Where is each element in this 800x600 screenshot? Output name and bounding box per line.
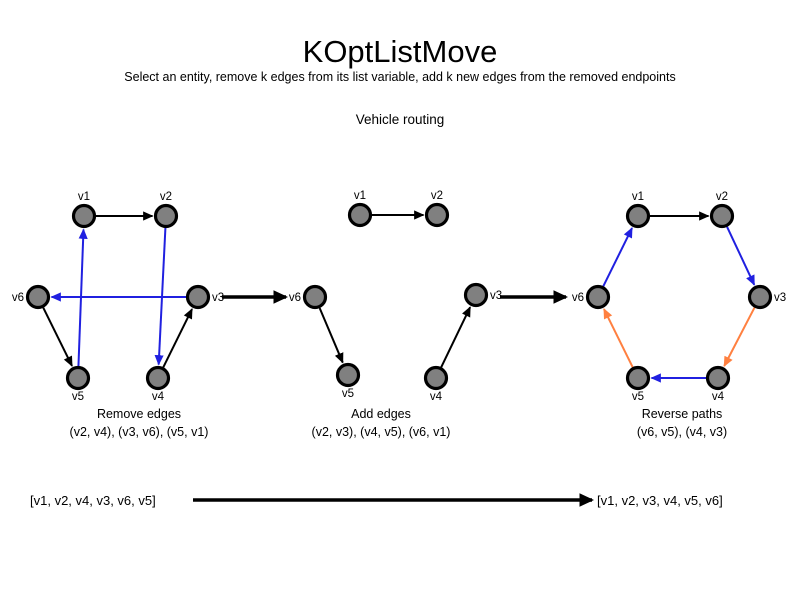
node-v5[interactable] bbox=[625, 365, 651, 391]
edge-v6-v1 bbox=[602, 227, 633, 287]
node-label-v2: v2 bbox=[431, 190, 443, 202]
edge-v5-v1 bbox=[77, 228, 88, 367]
node-v1[interactable] bbox=[347, 202, 373, 228]
caption-title-panel-add: Add edges bbox=[351, 407, 411, 421]
caption-layer: Remove edges (v2, v4), (v3, v6), (v5, v1)… bbox=[70, 407, 728, 439]
node-v3[interactable] bbox=[747, 284, 773, 310]
panel-reverse: v1 v2 v3 v4 v5 v6 bbox=[572, 191, 786, 403]
node-label-v2: v2 bbox=[160, 191, 172, 203]
node-v6[interactable] bbox=[302, 284, 328, 310]
node-label-v5: v5 bbox=[632, 391, 644, 403]
node-label-v3: v3 bbox=[774, 292, 786, 304]
caption-detail-panel-add: (v2, v3), (v4, v5), (v6, v1) bbox=[312, 425, 451, 439]
node-v6[interactable] bbox=[585, 284, 611, 310]
edge-v3-v4 bbox=[723, 307, 756, 367]
node-v5[interactable] bbox=[335, 362, 361, 388]
node-label-v5: v5 bbox=[342, 388, 354, 400]
caption-detail-panel-remove: (v2, v4), (v3, v6), (v5, v1) bbox=[70, 425, 209, 439]
edge-v2-v3 bbox=[726, 226, 756, 286]
graph-layer: v1 v2 v3 v4 v5 v6 v1 v2 v3 v4 v5 v6 v1 v2 v3 v4 v5 v6 bbox=[12, 190, 786, 403]
page-title: KOptListMove bbox=[303, 34, 498, 69]
node-label-v6: v6 bbox=[572, 292, 584, 304]
edge-v6-v5 bbox=[318, 307, 344, 364]
node-label-v1: v1 bbox=[78, 191, 90, 203]
node-label-v6: v6 bbox=[12, 292, 24, 304]
list-before: [v1, v2, v4, v3, v6, v5] bbox=[30, 493, 156, 508]
edge-v6-v5 bbox=[42, 307, 73, 367]
node-label-v6: v6 bbox=[289, 292, 301, 304]
node-label-v3: v3 bbox=[490, 290, 502, 302]
node-v4[interactable] bbox=[705, 365, 731, 391]
node-v2[interactable] bbox=[709, 203, 735, 229]
node-label-v5: v5 bbox=[72, 391, 84, 403]
caption-detail-panel-reverse: (v6, v5), (v4, v3) bbox=[637, 425, 727, 439]
caption-title-panel-reverse: Reverse paths bbox=[642, 407, 723, 421]
node-label-v3: v3 bbox=[212, 292, 224, 304]
caption-title-panel-remove: Remove edges bbox=[97, 407, 181, 421]
panel-remove: v1 v2 v3 v4 v5 v6 bbox=[12, 191, 224, 403]
node-label-v4: v4 bbox=[430, 391, 443, 403]
node-v2[interactable] bbox=[424, 202, 450, 228]
edge-v4-v3 bbox=[162, 308, 193, 368]
node-v1[interactable] bbox=[625, 203, 651, 229]
node-label-v1: v1 bbox=[632, 191, 644, 203]
node-label-v4: v4 bbox=[152, 391, 165, 403]
node-v3[interactable] bbox=[185, 284, 211, 310]
edge-v5-v6 bbox=[603, 308, 634, 368]
node-v1[interactable] bbox=[71, 203, 97, 229]
section-label: Vehicle routing bbox=[356, 112, 445, 127]
node-v6[interactable] bbox=[25, 284, 51, 310]
edge-v4-v3 bbox=[440, 306, 472, 368]
node-v4[interactable] bbox=[423, 365, 449, 391]
page-subtitle: Select an entity, remove k edges from it… bbox=[124, 70, 675, 84]
node-label-v2: v2 bbox=[716, 191, 728, 203]
node-v5[interactable] bbox=[65, 365, 91, 391]
node-v3[interactable] bbox=[463, 282, 489, 308]
list-transformation-row: [v1, v2, v4, v3, v6, v5] [v1, v2, v3, v4,… bbox=[30, 493, 723, 508]
node-v2[interactable] bbox=[153, 203, 179, 229]
node-v4[interactable] bbox=[145, 365, 171, 391]
panel-add: v1 v2 v3 v4 v5 v6 bbox=[289, 190, 502, 403]
node-label-v4: v4 bbox=[712, 391, 725, 403]
list-after: [v1, v2, v3, v4, v5, v6] bbox=[597, 493, 723, 508]
node-label-v1: v1 bbox=[354, 190, 366, 202]
